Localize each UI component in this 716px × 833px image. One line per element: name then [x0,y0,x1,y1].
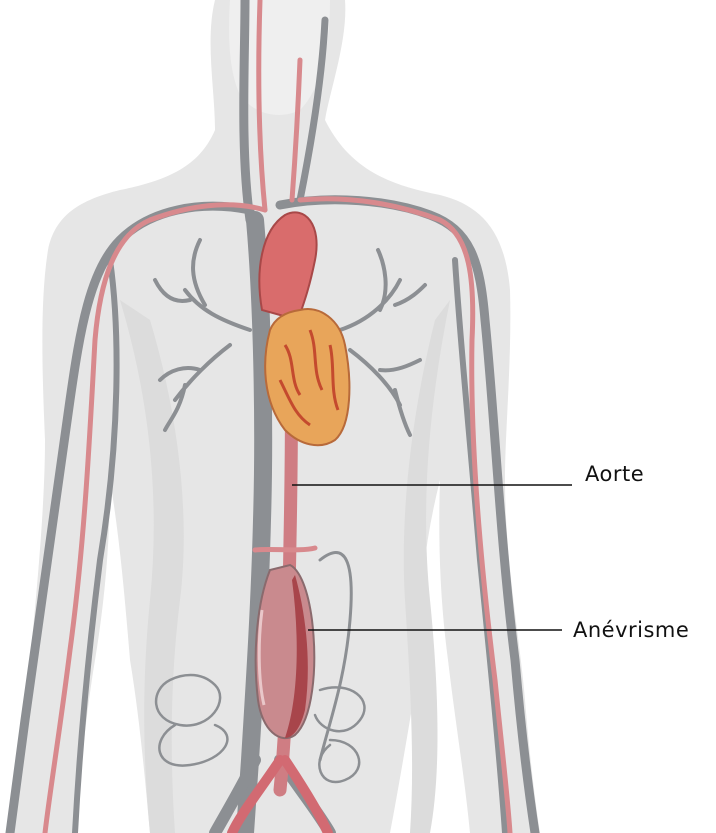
aorte-label: Aorte [585,462,644,486]
anevrisme-label: Anévrisme [573,618,689,642]
aneurysm-illustration [256,565,315,738]
